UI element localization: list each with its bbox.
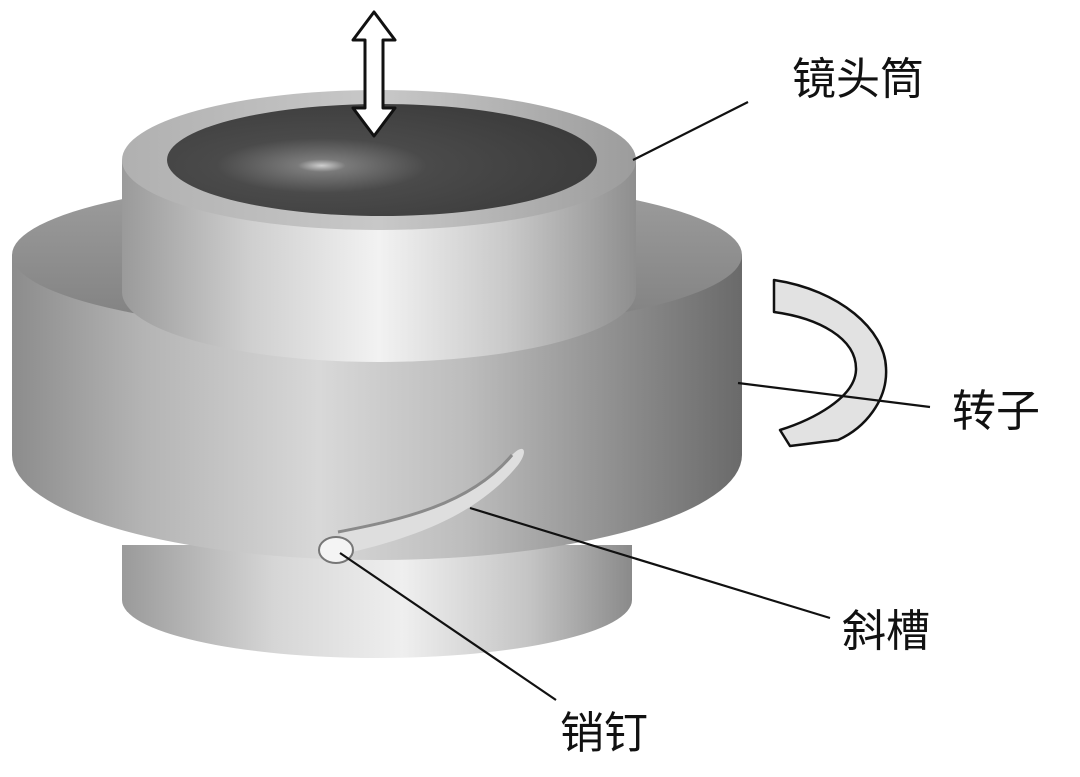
label-rotor: 转子 [952,386,1040,437]
label-pin: 销钉 [560,708,648,759]
label-slot: 斜槽 [842,606,930,657]
double-vertical-arrow-icon [351,10,397,138]
curved-rotation-arrow-icon [772,278,888,448]
lens-barrel [122,90,636,362]
leader-line-slot [469,506,831,620]
leader-line-pin [339,552,557,701]
label-lens-barrel: 镜头筒 [792,54,924,105]
barrel-bottom-shoulder [122,545,632,658]
leader-lines [339,101,931,701]
slanted-slot [337,448,524,552]
leader-line-rotor [737,381,931,409]
leader-line-lens-barrel [632,101,749,161]
